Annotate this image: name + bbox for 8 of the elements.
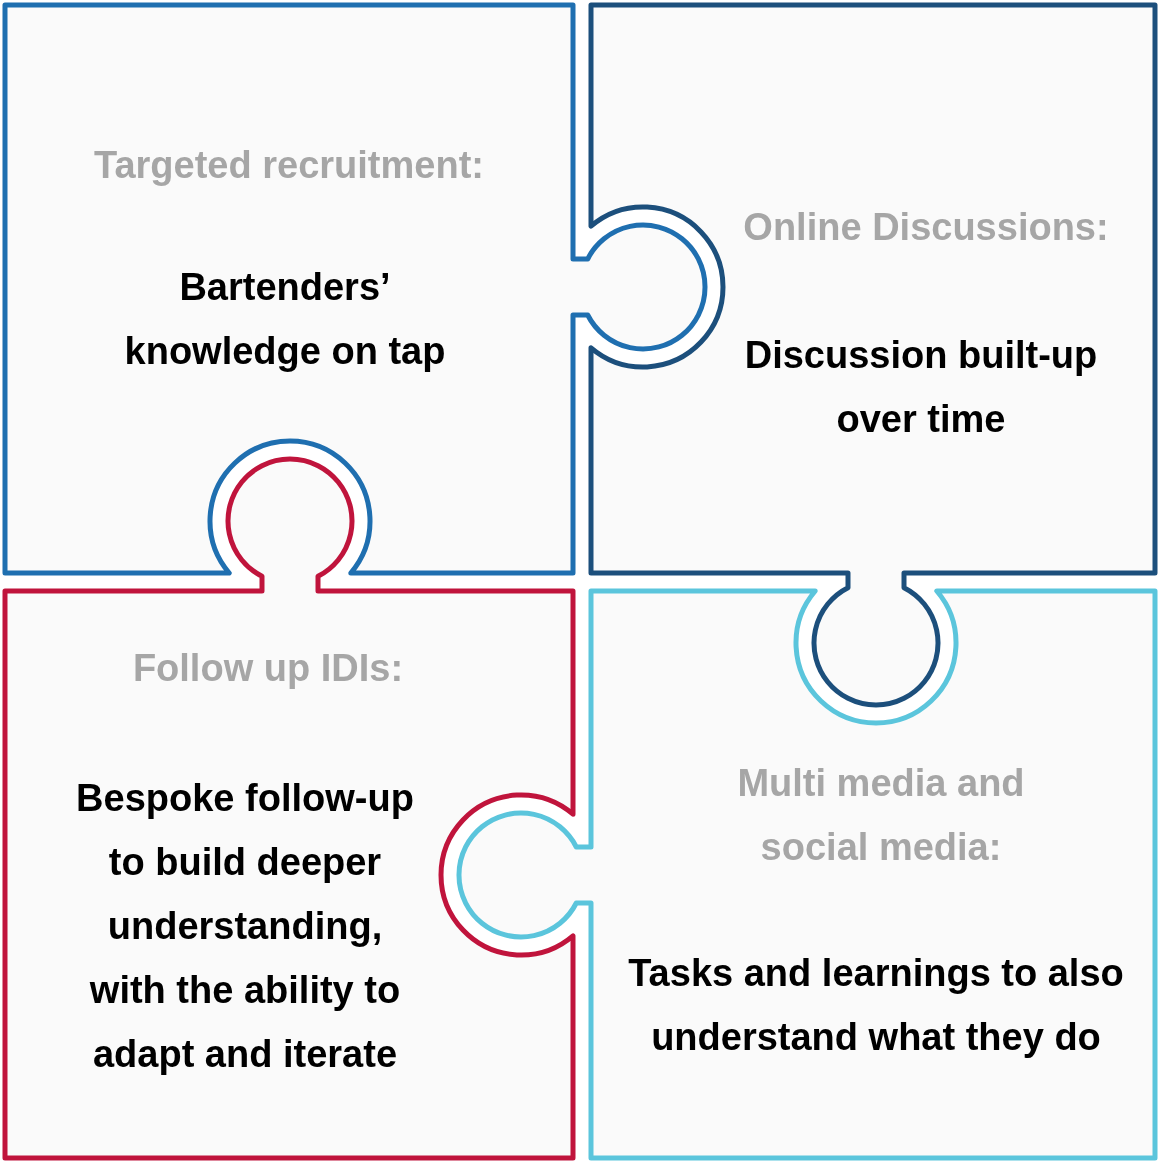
piece-heading: Online Discussions: (742, 205, 1110, 250)
piece-heading: Multi media and social media: (736, 761, 1026, 870)
piece-text: Bartenders’ knowledge on tap (123, 265, 447, 374)
piece-heading: Follow up IDIs: (131, 646, 405, 691)
piece-text: Bespoke follow-up to build deeper understanding, with the ability to adapt and iterate (75, 776, 415, 1077)
piece-text: Tasks and learnings to also understand what they do (627, 951, 1125, 1060)
piece-text: Discussion built-up over time (743, 333, 1099, 442)
piece-heading: Targeted recruitment: (93, 143, 485, 188)
